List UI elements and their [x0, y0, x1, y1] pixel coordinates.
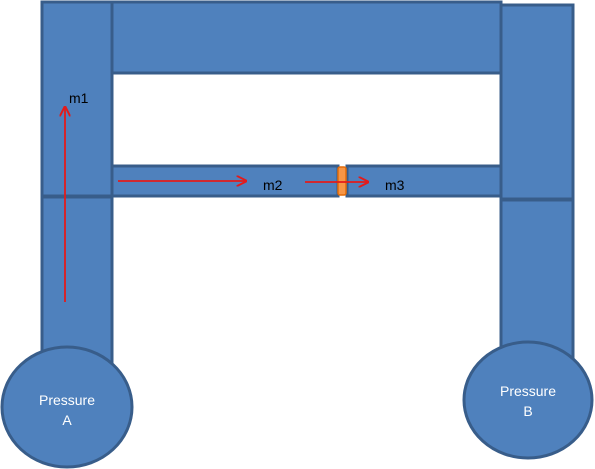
flow-label-m3: m3 — [385, 177, 405, 193]
top-horizontal-pipe — [110, 0, 503, 75]
pressure-tank-a-shape — [0, 345, 134, 469]
flow-arrows — [65, 107, 368, 302]
pressure-tank-b: Pressure B — [462, 340, 594, 460]
pressure-tank-a: Pressure A — [0, 345, 134, 469]
pressure-tank-b-label-line2: B — [523, 403, 532, 419]
right-pipe-upper — [499, 3, 575, 201]
pressure-tank-a-label-line1: Pressure — [39, 392, 95, 408]
flow-label-m1: m1 — [69, 90, 89, 106]
flow-label-m2: m2 — [263, 177, 283, 193]
middle-pipe-right — [345, 164, 503, 198]
valve-restriction — [337, 166, 347, 196]
left-pipe-upper — [40, 0, 114, 198]
pipe-structure — [40, 0, 575, 364]
left-pipe-lower — [40, 195, 114, 364]
pressure-tank-b-shape — [462, 340, 594, 460]
right-pipe-lower — [499, 198, 575, 359]
flow-labels: m1 m2 m3 — [69, 90, 405, 193]
pressure-tank-a-label-line2: A — [62, 412, 72, 428]
pressure-tank-b-label-line1: Pressure — [500, 383, 556, 399]
